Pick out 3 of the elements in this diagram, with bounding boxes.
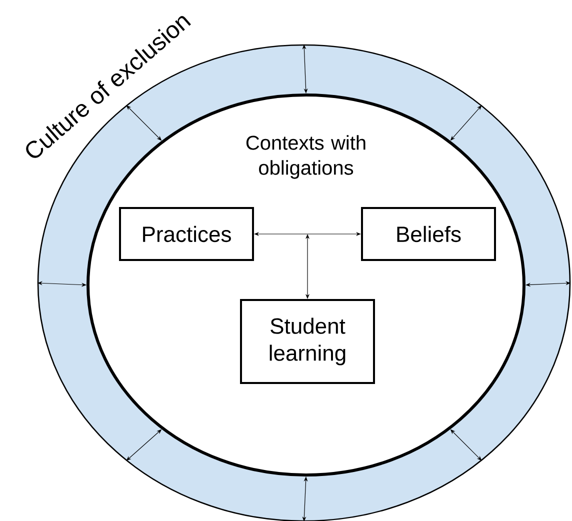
process-box: Practices xyxy=(119,207,254,261)
process-box: Student learning xyxy=(240,299,375,384)
process-box: Beliefs xyxy=(361,207,496,261)
